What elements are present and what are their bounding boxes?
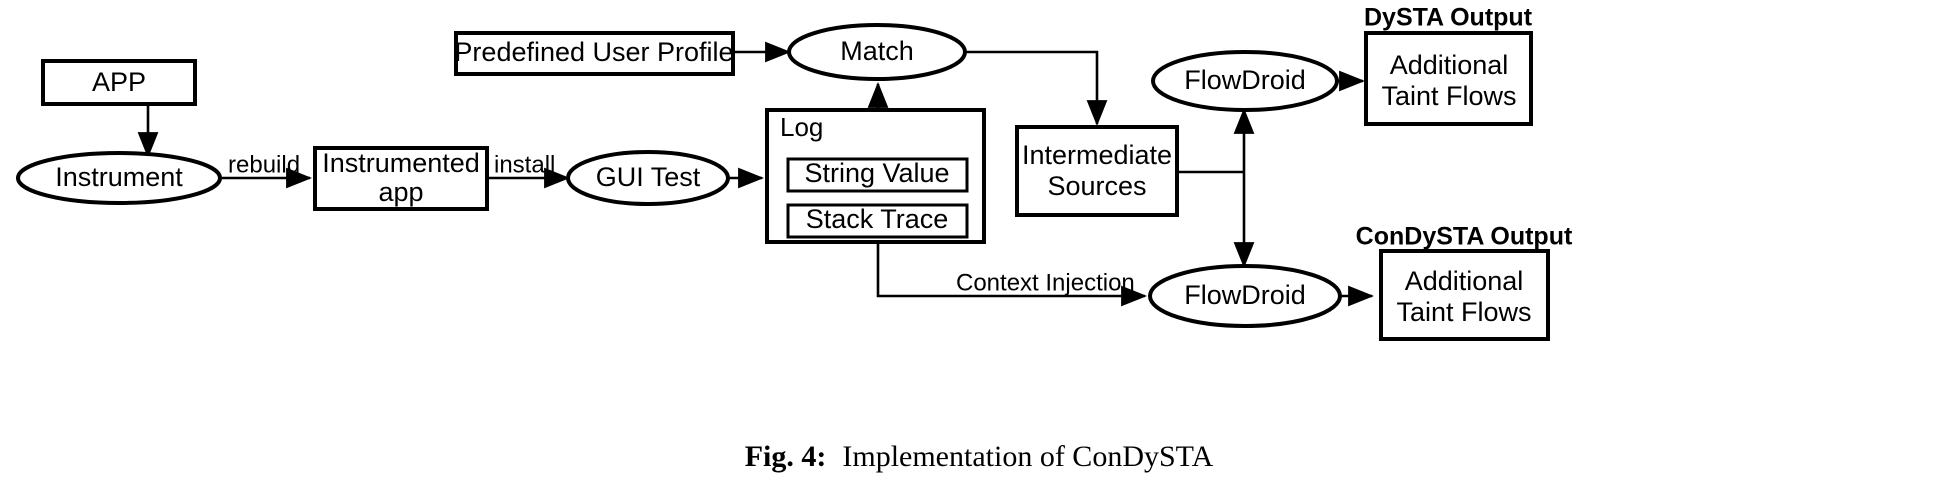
node-dysta-output[interactable]: Additional Taint Flows [1364,31,1533,126]
node-match-label: Match [840,36,914,66]
node-condysta-output[interactable]: Additional Taint Flows [1379,249,1550,341]
node-app-label: APP [92,67,146,97]
node-condysta-output-label-line2: Taint Flows [1396,297,1531,327]
node-instrumented-app-label-line1: Instrumented [322,148,480,178]
node-instrumented-app-label-line2: app [378,177,423,207]
node-stack-trace-label: Stack Trace [806,204,949,234]
node-intermediate-sources-label-line1: Intermediate [1022,140,1172,170]
edge-label-install: install [494,151,555,178]
node-string-value[interactable]: String Value [786,157,969,193]
node-stack-trace[interactable]: Stack Trace [786,203,969,239]
node-flowdroid-top[interactable]: FlowDroid [1151,50,1339,112]
node-log-label: Log [780,112,823,142]
figure-caption-text: Implementation of ConDySTA [842,440,1214,473]
edge-stack-trace-to-flowdroid-bottom [876,240,1148,307]
edge-match-to-intermediate-sources [964,50,1108,127]
node-dysta-output-label-line1: Additional [1390,50,1509,80]
node-predefined-user-profile[interactable]: Predefined User Profile [454,31,735,76]
node-app[interactable]: APP [41,59,197,106]
node-flowdroid-top-label: FlowDroid [1184,65,1306,95]
edge-label-context-injection: Context Injection [956,269,1135,296]
figure-caption-label: Fig. 4: [744,440,827,473]
node-intermediate-sources-label-line2: Sources [1047,171,1146,201]
node-gui-test[interactable]: GUI Test [566,150,730,206]
edge-label-rebuild: rebuild [228,151,300,178]
group-title-condysta-output: ConDySTA Output [1356,223,1573,251]
node-flowdroid-bottom[interactable]: FlowDroid [1148,264,1342,328]
node-string-value-label: String Value [804,158,949,188]
node-instrumented-app[interactable]: Instrumented app [313,146,489,211]
figure-caption: Fig. 4: Implementation of ConDySTA [0,440,1958,474]
group-title-dysta-output: DySTA Output [1364,4,1533,32]
node-predefined-user-profile-label: Predefined User Profile [454,37,733,67]
node-instrument[interactable]: Instrument [16,151,222,205]
node-condysta-output-label-line1: Additional [1405,266,1524,296]
node-match[interactable]: Match [787,23,967,81]
node-dysta-output-label-line2: Taint Flows [1381,81,1516,111]
node-gui-test-label: GUI Test [596,162,701,192]
node-instrument-label: Instrument [55,162,183,192]
node-flowdroid-bottom-label: FlowDroid [1184,280,1306,310]
node-intermediate-sources[interactable]: Intermediate Sources [1015,125,1179,217]
